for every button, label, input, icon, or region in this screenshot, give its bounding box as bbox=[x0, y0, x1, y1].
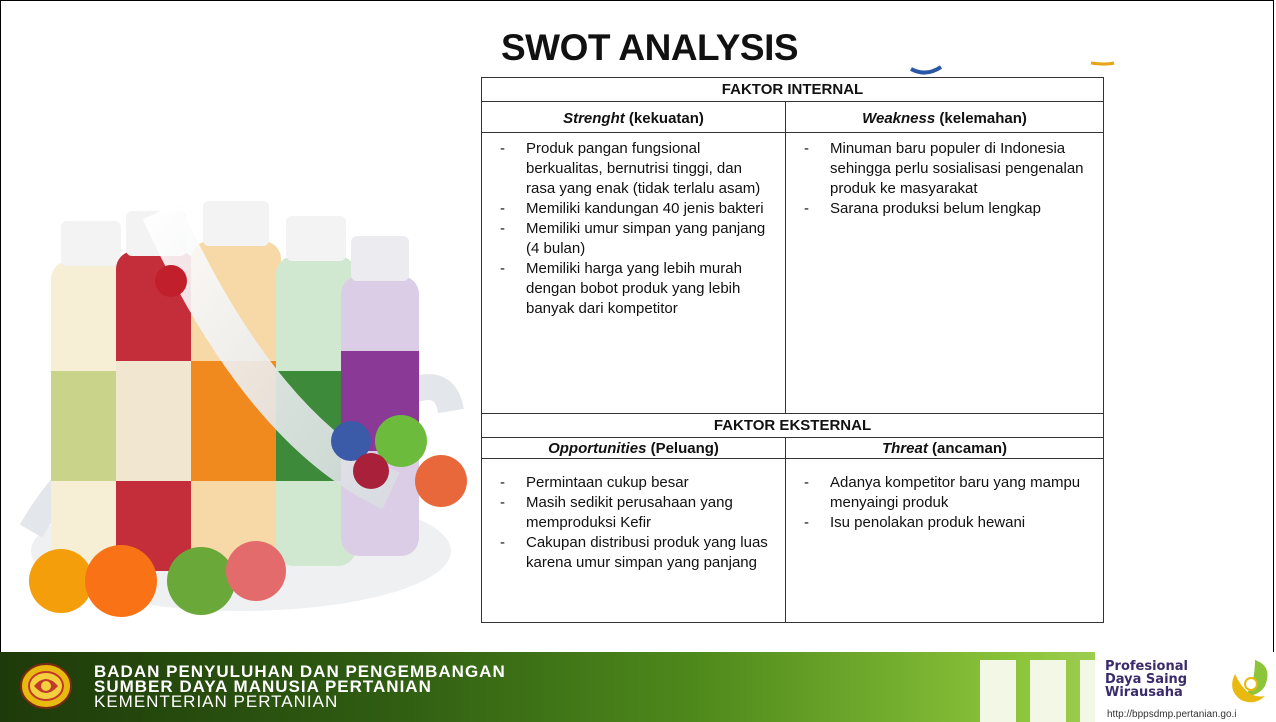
threat-cell: Adanya kompetitor baru yang mampu menyai… bbox=[785, 458, 1104, 623]
list-item: Permintaan cukup besar bbox=[500, 473, 775, 493]
list-item: Isu penolakan produk hewani bbox=[804, 513, 1093, 533]
threat-list: Adanya kompetitor baru yang mampu menyai… bbox=[786, 473, 1103, 533]
strength-cell: Produk pangan fungsional berkualitas, be… bbox=[481, 132, 786, 414]
internal-factor-header: FAKTOR INTERNAL bbox=[481, 77, 1104, 102]
list-item: Memiliki kandungan 40 jenis bakteri bbox=[500, 199, 775, 219]
decorative-swoosh bbox=[910, 61, 1115, 75]
footer-line-1: BADAN PENYULUHAN DAN PENGEMBANGAN bbox=[94, 662, 506, 681]
opportunities-cell: Permintaan cukup besar Masih sedikit per… bbox=[481, 458, 786, 623]
footer-line-2: SUMBER DAYA MANUSIA PERTANIAN bbox=[94, 677, 432, 696]
weakness-list: Minuman baru populer di Indonesia sehing… bbox=[786, 139, 1103, 219]
swot-table: FAKTOR INTERNAL Strenght (kekuatan) Weak… bbox=[481, 77, 1104, 623]
opportunities-header: Opportunities (Peluang) bbox=[481, 437, 786, 459]
ministry-emblem-icon bbox=[20, 663, 72, 709]
list-item: Sarana produksi belum lengkap bbox=[804, 199, 1093, 219]
list-item: Adanya kompetitor baru yang mampu menyai… bbox=[804, 473, 1093, 513]
tagline-badge: Profesional Daya Saing Wirausaha http://… bbox=[1095, 652, 1276, 722]
slide: SWOT ANALYSIS bbox=[0, 0, 1274, 652]
leaf-logo-icon bbox=[1232, 660, 1268, 703]
footer-url: http://bppsdmp.pertanian.go.i bbox=[1107, 709, 1237, 720]
list-item: Minuman baru populer di Indonesia sehing… bbox=[804, 139, 1093, 199]
list-item: Masih sedikit perusahaan yang memproduks… bbox=[500, 493, 775, 533]
weakness-cell: Minuman baru populer di Indonesia sehing… bbox=[785, 132, 1104, 414]
strength-header: Strenght (kekuatan) bbox=[481, 101, 786, 133]
strength-list: Produk pangan fungsional berkualitas, be… bbox=[482, 139, 785, 319]
footer-banner: BADAN PENYULUHAN DAN PENGEMBANGAN SUMBER… bbox=[0, 652, 1276, 722]
page-title: SWOT ANALYSIS bbox=[501, 27, 799, 68]
tagline-text: Profesional Daya Saing Wirausaha bbox=[1105, 659, 1188, 700]
threat-header: Threat (ancaman) bbox=[785, 437, 1104, 459]
list-item: Memiliki umur simpan yang panjang (4 bul… bbox=[500, 219, 775, 259]
opportunities-list: Permintaan cukup besar Masih sedikit per… bbox=[482, 473, 785, 573]
kefir-bottles-image bbox=[19, 201, 467, 617]
weakness-header: Weakness (kelemahan) bbox=[785, 101, 1104, 133]
footer-line-3: KEMENTERIAN PERTANIAN bbox=[94, 692, 339, 711]
list-item: Memiliki harga yang lebih murah dengan b… bbox=[500, 259, 775, 319]
list-item: Produk pangan fungsional berkualitas, be… bbox=[500, 139, 775, 199]
external-factor-header: FAKTOR EKSTERNAL bbox=[481, 413, 1104, 438]
list-item: Cakupan distribusi produk yang luas kare… bbox=[500, 533, 775, 573]
